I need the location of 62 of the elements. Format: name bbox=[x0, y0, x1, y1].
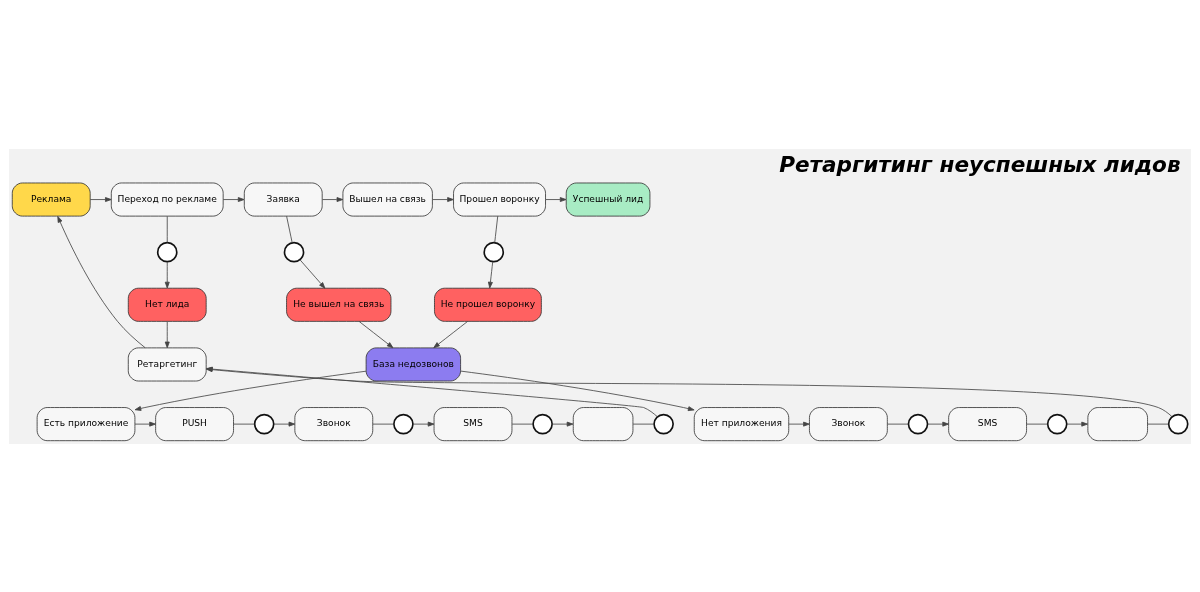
node-box: Есть приложение bbox=[36, 406, 136, 441]
arrow bbox=[273, 421, 296, 427]
node-box bbox=[572, 406, 634, 441]
node-circle bbox=[156, 241, 178, 263]
node-box: Прошел воронку bbox=[453, 182, 546, 217]
connector bbox=[1026, 423, 1048, 425]
node-circle bbox=[653, 413, 674, 434]
arrow bbox=[89, 196, 112, 202]
node-box bbox=[1087, 406, 1148, 441]
arrow bbox=[164, 260, 170, 288]
node-box: Не прошел воронку bbox=[434, 287, 542, 322]
node-box: SMS bbox=[433, 406, 513, 441]
arrow bbox=[412, 421, 435, 427]
node-circle bbox=[483, 241, 505, 263]
node-circle bbox=[532, 413, 553, 434]
connector bbox=[233, 423, 255, 425]
arrow bbox=[460, 370, 695, 411]
arrow bbox=[322, 196, 344, 202]
node-circle bbox=[253, 413, 275, 434]
arrow bbox=[487, 260, 494, 288]
diagram-title: Ретаргитинг неуспешных лидов bbox=[779, 151, 1181, 177]
arrow bbox=[1066, 421, 1088, 427]
connector bbox=[286, 215, 293, 243]
node-box: Нет приложения bbox=[693, 406, 790, 441]
arrow bbox=[164, 320, 170, 348]
arrow bbox=[299, 258, 326, 289]
arrow bbox=[551, 421, 574, 427]
connector bbox=[887, 423, 909, 425]
node-box: Успешный лид bbox=[565, 182, 651, 217]
arrow bbox=[134, 421, 156, 427]
node-box: Вышел на связь bbox=[342, 182, 433, 217]
node-box: SMS bbox=[948, 406, 1027, 441]
connector bbox=[632, 423, 655, 425]
node-circle bbox=[907, 413, 929, 434]
arrow bbox=[222, 196, 245, 202]
arrow bbox=[433, 320, 468, 348]
node-box: Заявка bbox=[243, 182, 323, 217]
node-box: Звонок bbox=[809, 406, 888, 441]
node-box: Переход по рекламе bbox=[110, 182, 224, 217]
connector bbox=[372, 423, 395, 425]
arrow bbox=[788, 421, 810, 427]
arrow bbox=[927, 421, 949, 427]
connector bbox=[166, 215, 168, 243]
node-box: База недозвонов bbox=[365, 346, 461, 381]
arrow bbox=[57, 215, 146, 348]
arrow bbox=[545, 196, 567, 202]
node-box: Нет лида bbox=[127, 287, 207, 322]
node-box: Не вышел на связь bbox=[286, 287, 392, 322]
connector bbox=[494, 215, 499, 243]
arrow bbox=[432, 196, 454, 202]
node-circle bbox=[393, 413, 414, 434]
arrow bbox=[358, 320, 394, 348]
node-box: Реклама bbox=[11, 182, 91, 217]
node-circle bbox=[1046, 413, 1068, 434]
node-circle bbox=[1167, 413, 1189, 434]
node-box: Ретаргетинг bbox=[127, 346, 207, 381]
node-circle bbox=[283, 241, 305, 263]
arrow bbox=[134, 370, 367, 411]
connector bbox=[511, 423, 534, 425]
node-box: Звонок bbox=[294, 406, 374, 441]
node-box: PUSH bbox=[155, 406, 234, 441]
connector bbox=[1147, 423, 1169, 425]
